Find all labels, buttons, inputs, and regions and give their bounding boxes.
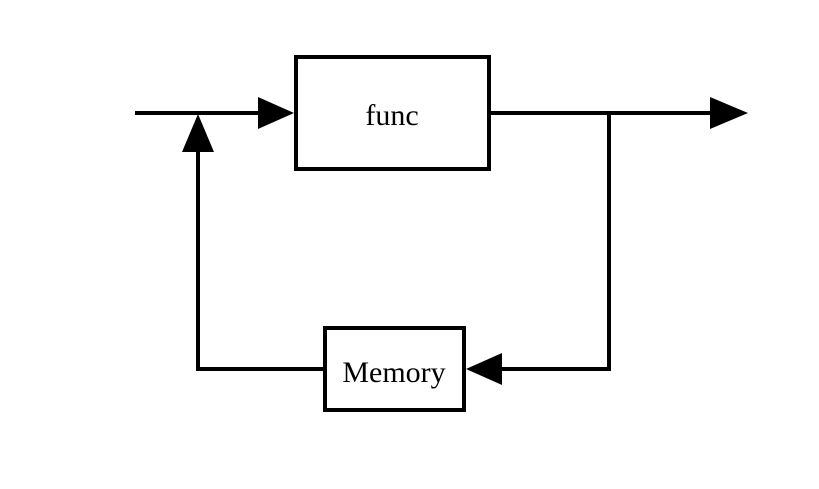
memory-label: Memory: [342, 356, 445, 389]
func-label: func: [365, 99, 418, 132]
memory-input-arrowhead: [466, 353, 502, 385]
feedback-up-arrowhead: [182, 114, 214, 152]
memory-block: [323, 326, 466, 412]
input-arrowhead: [258, 97, 294, 129]
output-arrowhead: [710, 97, 748, 129]
